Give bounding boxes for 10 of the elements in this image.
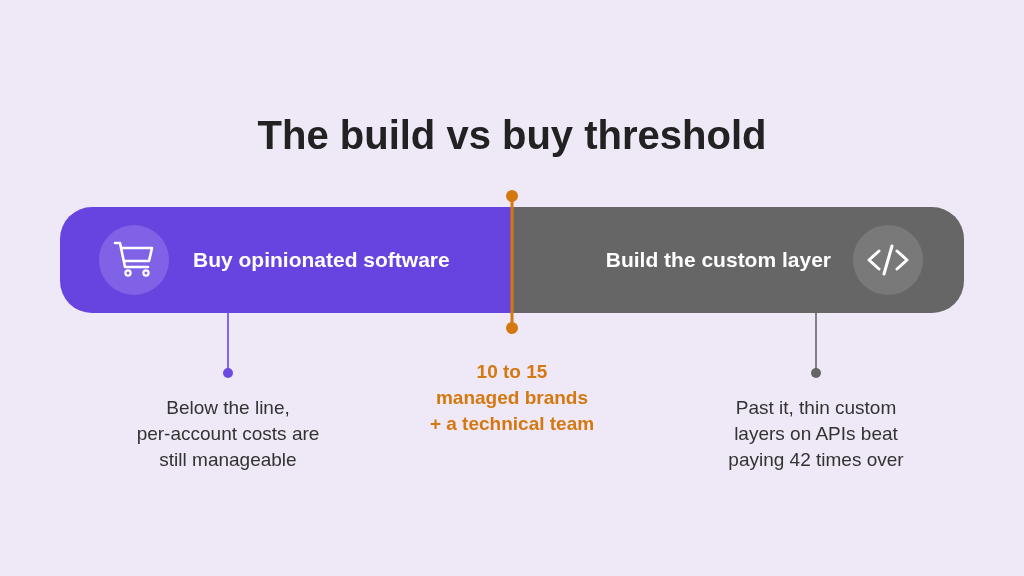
note-text: Below the line, per-account costs are still manageable xyxy=(136,396,320,472)
panel-title: Buy opinionated software xyxy=(193,248,450,272)
panel-title: Build the custom layer xyxy=(605,248,831,272)
threshold-label: 10 to 15 managed brands + a technical team xyxy=(429,360,595,436)
option-panel xyxy=(60,207,512,313)
leader-line xyxy=(811,312,821,378)
note-text: Past it, thin custom layers on APIs beat paying 42 times over xyxy=(728,396,904,472)
option-panel xyxy=(512,207,964,313)
diagram-title: The build vs buy threshold xyxy=(256,112,768,159)
leader-line xyxy=(223,312,233,378)
